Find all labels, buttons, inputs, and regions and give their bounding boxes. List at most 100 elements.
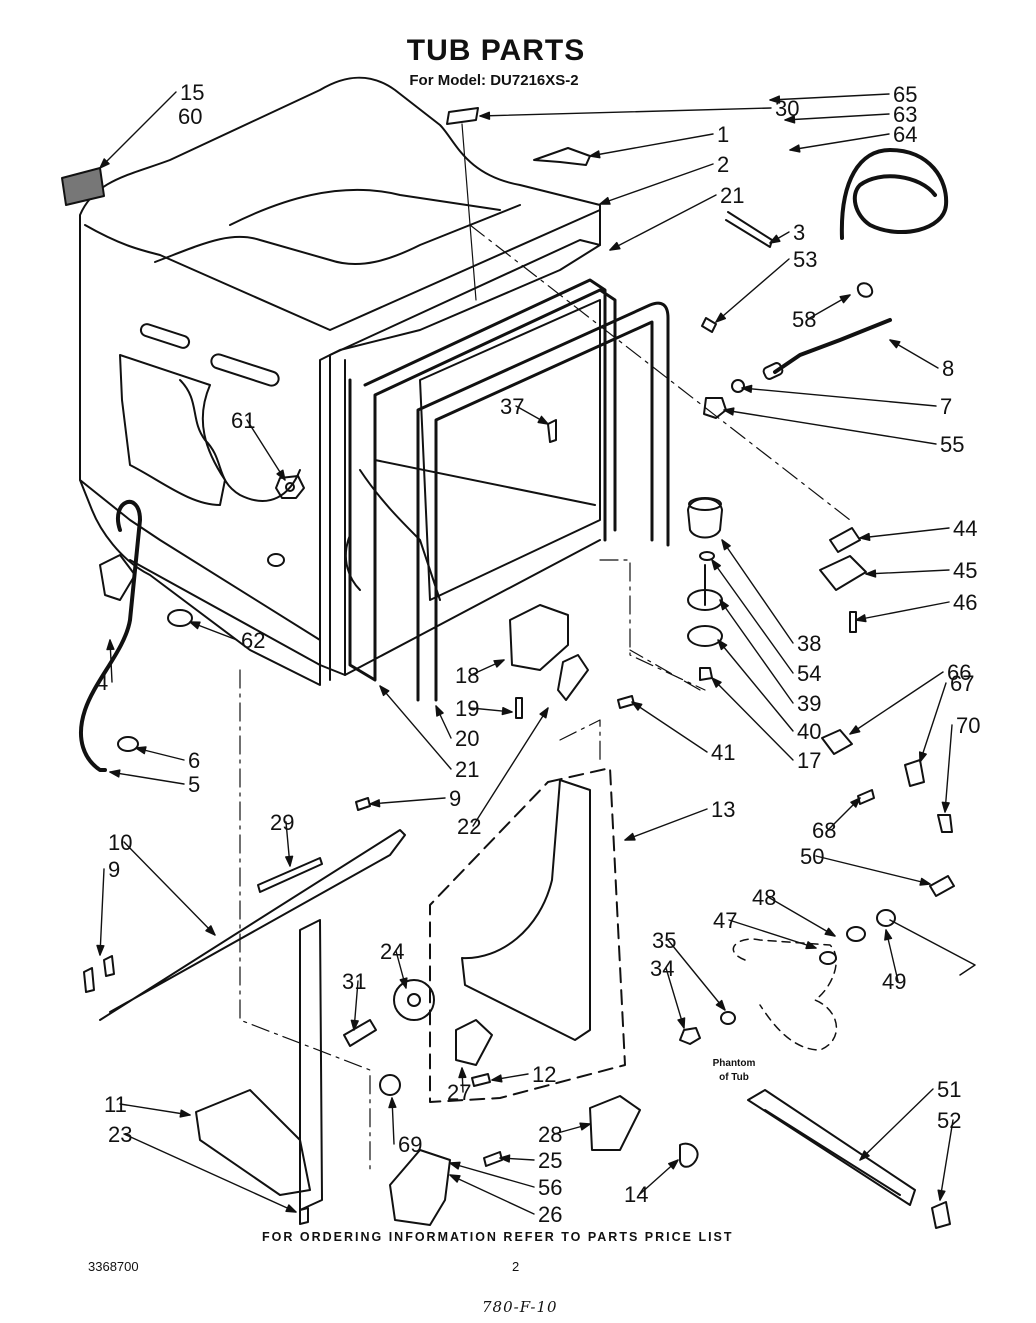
fill-hose <box>839 148 949 240</box>
callout-leader-65 <box>769 93 890 101</box>
clamp-58 <box>856 282 874 298</box>
hose-fitting <box>762 362 784 380</box>
callout-leader-70 <box>944 724 953 813</box>
callout-number-53: 53 <box>793 247 817 272</box>
callout-arrowhead-56 <box>449 1161 461 1170</box>
model-subtitle: For Model: DU7216XS-2 <box>409 72 579 89</box>
callout-number-5: 5 <box>188 772 200 797</box>
callout-number-40: 40 <box>797 719 821 744</box>
callout-number-64: 64 <box>893 122 917 147</box>
bracket-11 <box>195 1089 311 1196</box>
callout-arrowhead-19 <box>501 706 513 716</box>
callout-leader-66 <box>849 671 944 735</box>
washer-54 <box>699 551 715 561</box>
screw-19 <box>515 697 523 719</box>
callout-arrowhead-41 <box>631 701 643 711</box>
fitting-49 <box>876 909 896 927</box>
panel-13-dashed <box>429 767 626 1103</box>
callout-arrowhead-38 <box>721 539 731 551</box>
screw-37 <box>547 419 557 443</box>
callout-leader-5 <box>109 771 185 785</box>
callout-leader-38 <box>721 539 794 644</box>
callout-arrowhead-3 <box>769 234 781 244</box>
callout-leader-34 <box>665 967 685 1029</box>
callout-leader-9 <box>99 868 105 956</box>
nut-17 <box>699 667 713 681</box>
callout-leader-67 <box>919 682 947 763</box>
callout-number-49: 49 <box>882 969 906 994</box>
callout-number-15: 15 <box>180 80 204 105</box>
document-number: 3368700 <box>88 1259 139 1274</box>
callout-leader-53 <box>715 258 790 323</box>
callout-number-4: 4 <box>96 670 108 695</box>
callout-number-35: 35 <box>652 928 676 953</box>
label-plate-leader <box>461 123 477 301</box>
screw-23 <box>299 1207 309 1225</box>
callout-leader-54 <box>711 559 794 674</box>
callout-arrowhead-46 <box>855 614 867 623</box>
callout-number-12: 12 <box>532 1062 556 1087</box>
callout-arrowhead-64 <box>789 144 801 153</box>
callout-leader-47 <box>728 919 817 949</box>
callout-arrowhead-28 <box>579 1122 591 1131</box>
callout-arrowhead-37 <box>537 415 549 425</box>
nut-61-hole <box>285 482 295 492</box>
callout-number-8: 8 <box>942 356 954 381</box>
callout-arrowhead-52 <box>937 1189 946 1201</box>
callout-number-6: 6 <box>188 748 200 773</box>
callout-leader-52 <box>939 1119 954 1201</box>
bracket-27 <box>455 1019 493 1066</box>
callout-number-19: 19 <box>455 696 479 721</box>
door-gaskets <box>348 278 670 702</box>
clip-67 <box>904 759 925 787</box>
pin-31 <box>343 1019 377 1047</box>
callout-arrowhead-23 <box>285 1204 297 1213</box>
cam-40 <box>687 625 723 647</box>
callout-arrowhead-8 <box>889 339 901 349</box>
callout-number-55: 55 <box>940 432 964 457</box>
callout-arrowhead-21 <box>609 241 621 251</box>
callout-number-44: 44 <box>953 516 977 541</box>
callout-arrowhead-18 <box>493 659 505 668</box>
callout-leader-51 <box>859 1088 934 1161</box>
callout-arrowhead-69 <box>388 1097 397 1109</box>
callout-leader-10 <box>123 841 216 936</box>
callout-number-26: 26 <box>538 1202 562 1227</box>
clip-14 <box>679 1142 699 1168</box>
screw-12 <box>471 1073 491 1087</box>
callout-leader-45 <box>865 569 950 575</box>
screw-46 <box>849 611 857 633</box>
callout-arrowhead-39 <box>719 599 729 611</box>
bracket <box>533 147 591 166</box>
callout-number-20: 20 <box>455 726 479 751</box>
tub-cutout-wire <box>179 379 301 502</box>
callout-number-62: 62 <box>241 628 265 653</box>
callout-number-37: 37 <box>500 394 524 419</box>
handwritten-code: 780-F-10 <box>482 1298 558 1316</box>
callout-arrowhead-63 <box>784 115 796 124</box>
callout-leader-44 <box>859 527 950 539</box>
bracket-44 <box>829 527 861 553</box>
callout-number-70: 70 <box>956 713 980 738</box>
callout-arrowhead-65 <box>769 95 781 104</box>
callout-number-48: 48 <box>752 885 776 910</box>
callout-number-46: 46 <box>953 590 977 615</box>
screw-53 <box>701 317 717 333</box>
callout-number-61: 61 <box>231 408 255 433</box>
callout-arrowhead-51 <box>859 1150 870 1161</box>
tub-side-hole <box>267 553 285 567</box>
diagram-title: TUB PARTS <box>406 34 586 67</box>
callout-arrowhead-11 <box>179 1109 191 1118</box>
callout-arrowhead-48 <box>824 927 836 937</box>
gasket-outer <box>348 288 617 682</box>
callout-number-52: 52 <box>937 1108 961 1133</box>
callout-leader-48 <box>767 896 836 937</box>
callout-number-27: 27 <box>447 1080 471 1105</box>
callout-arrowhead-25 <box>499 1154 511 1163</box>
nut-34 <box>679 1027 701 1045</box>
callout-number-68: 68 <box>812 818 836 843</box>
tub-inner-back <box>419 299 601 601</box>
callout-arrowhead-26 <box>449 1174 461 1183</box>
callout-number-31: 31 <box>342 969 366 994</box>
